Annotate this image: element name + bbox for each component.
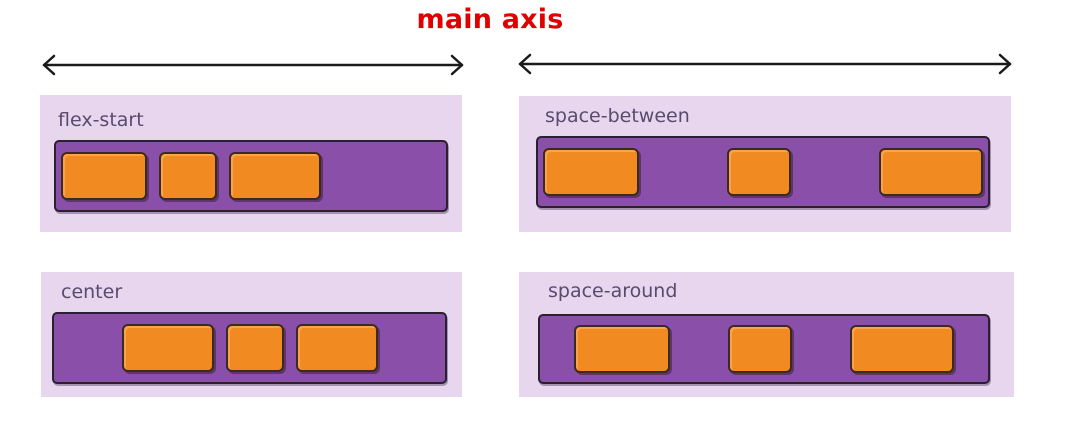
flex-item	[225, 324, 284, 372]
center-panel: center	[41, 272, 462, 397]
space-between-label: space-between	[545, 105, 690, 127]
flex-item	[727, 148, 791, 196]
right-double-arrow	[518, 53, 1012, 75]
flex-item	[879, 148, 983, 196]
center-container	[52, 312, 447, 384]
flex-item	[61, 152, 147, 200]
space-between-panel: space-between	[519, 96, 1011, 232]
flex-item	[574, 325, 670, 373]
flex-item	[229, 152, 321, 200]
center-label: center	[61, 281, 123, 303]
space-between-container	[536, 136, 990, 208]
flex-item	[295, 324, 378, 372]
flex-item	[543, 148, 639, 196]
flex-item	[728, 325, 792, 373]
main-axis-title: main axis	[416, 4, 564, 35]
flex-start-panel: flex-start	[40, 95, 462, 232]
flex-start-container	[54, 140, 448, 212]
space-around-label: space-around	[548, 280, 678, 302]
flex-item	[121, 324, 214, 372]
flex-start-label: flex-start	[58, 109, 144, 131]
flex-item	[159, 152, 217, 200]
flex-item	[850, 325, 954, 373]
space-around-container	[538, 314, 990, 384]
left-double-arrow	[42, 54, 464, 76]
space-around-panel: space-around	[519, 272, 1014, 397]
